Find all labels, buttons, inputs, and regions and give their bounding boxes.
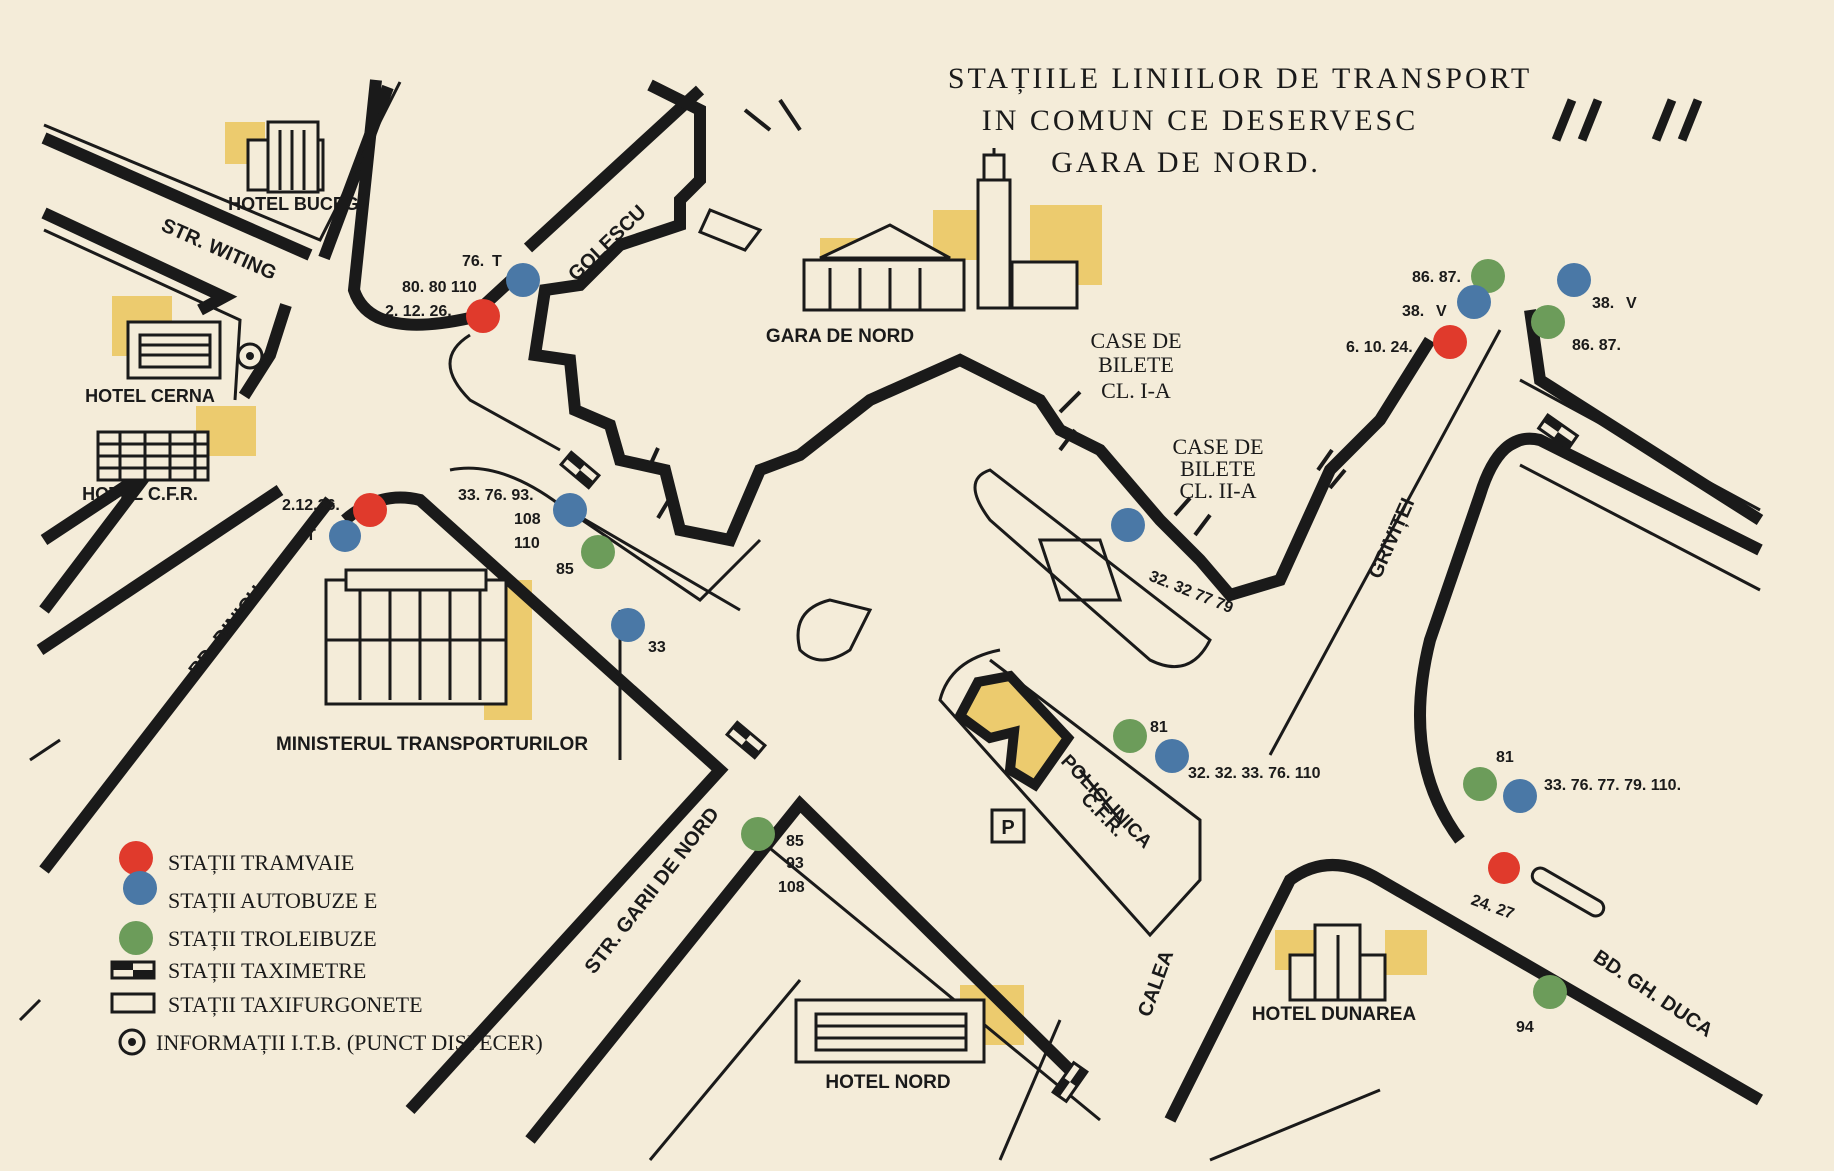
ticket-arrows <box>646 98 1347 537</box>
title-line-1: STAȚIILE LINIILOR DE TRANSPORT <box>948 62 1532 95</box>
title-slash-marks <box>1551 98 1703 142</box>
legend-taxi-label: STAȚII TAXIMETRE <box>168 958 366 983</box>
label-case-1-line-2: BILETE <box>1098 352 1174 377</box>
tram-stop-dinicu[interactable] <box>353 493 387 527</box>
parking-label: P <box>1001 817 1014 839</box>
trolley-stop-garii[interactable] <box>741 817 775 851</box>
legend-info-icon <box>118 1028 146 1056</box>
road-curbs <box>36 79 1764 1144</box>
hotel-nord-icon <box>794 998 986 1064</box>
label-grivita-right-trolley: 86. 87. <box>1572 337 1621 354</box>
ministerul-icon <box>324 568 508 706</box>
label-case-2-line-1: CASE DE <box>1172 434 1263 459</box>
legend-tram-label: STAȚII TRAMVAIE <box>168 850 354 875</box>
label-grivita-top-bus: 38. <box>1402 303 1424 320</box>
road-edges <box>18 81 1761 1162</box>
label-case-2-line-3: CL. II-A <box>1180 478 1257 503</box>
label-duca-bus: 33. 76. 77. 79. 110. <box>1544 777 1681 794</box>
label-policlinica-trolley: 81 <box>1150 719 1168 736</box>
hotel-bucegi-icon <box>246 120 325 194</box>
legend-taxi-icon <box>110 960 156 980</box>
bus-stop-grivita-top[interactable] <box>1457 285 1491 319</box>
label-dinicu-tram: 2.12.26. <box>282 497 340 514</box>
label-gara-de-nord: GARA DE NORD <box>766 326 914 347</box>
legend-bus-icon <box>123 871 157 905</box>
label-grivita-right-v: V <box>1626 295 1637 312</box>
trolley-stop-grivita-top[interactable] <box>1471 259 1505 293</box>
trolley-stop-policlinica[interactable] <box>1113 719 1147 753</box>
legend-trolley-icon <box>119 921 153 955</box>
label-grivita-right-bus: 38. <box>1592 295 1614 312</box>
label-policlinica-bus: 32. 32. 33. 76. 110 <box>1188 765 1321 782</box>
label-min-bus-3: 110 <box>514 535 540 552</box>
label-min-bus-1: 33. 76. 93. <box>458 487 534 504</box>
label-garii-trolley-1: 85 <box>786 833 804 850</box>
tram-stop-duca[interactable] <box>1488 852 1520 884</box>
trolley-stop-94[interactable] <box>1533 975 1567 1009</box>
trolley-stop-duca[interactable] <box>1463 767 1497 801</box>
label-case-1-line-3: CL. I-A <box>1101 378 1171 403</box>
info-point-icon <box>236 342 264 370</box>
label-golescu-t: T <box>492 253 502 270</box>
tram-stop-golescu[interactable] <box>466 299 500 333</box>
bus-stop-policlinica[interactable] <box>1155 739 1189 773</box>
hotel-dunarea-icon <box>1288 923 1387 1002</box>
bus-stop-ministerul[interactable] <box>553 493 587 527</box>
tram-stop-grivita-top[interactable] <box>1433 325 1467 359</box>
bus-stop-grivita-right[interactable] <box>1557 263 1591 297</box>
label-golescu-tram-2: 2. 12. 26. <box>385 303 452 320</box>
trolley-stop-ministerul[interactable] <box>581 535 615 569</box>
bus-stop-golescu[interactable] <box>506 263 540 297</box>
legend-van-icon <box>110 992 156 1014</box>
label-duca-trolley: 81 <box>1496 749 1514 766</box>
label-hotel-nord: HOTEL NORD <box>825 1072 950 1093</box>
legend: STAȚII TRAMVAIE STAȚII AUTOBUZE E STAȚII… <box>110 841 543 1056</box>
label-grivita-top-v: V <box>1436 303 1447 320</box>
taxi-markers <box>558 413 1606 1104</box>
legend-van-label: STAȚII TAXIFURGONETE <box>168 992 423 1017</box>
label-grivita-top-trolley: 86. 87. <box>1412 269 1461 286</box>
station-inner <box>697 208 1212 669</box>
label-hotel-cerna: HOTEL CERNA <box>85 386 215 406</box>
hotel-cfr-icon <box>96 430 210 482</box>
gara-de-nord-icon <box>802 148 1079 312</box>
label-duca-trolley-94: 94 <box>1516 1019 1534 1036</box>
stop-dots <box>329 259 1591 1009</box>
label-dinicu-t: T <box>306 527 316 544</box>
label-golescu-tram-1: 80. 80 110 <box>402 279 477 296</box>
bus-stop-33[interactable] <box>611 608 645 642</box>
label-min-bus-33: 33 <box>648 639 666 656</box>
legend-info-label: INFORMAȚII I.T.B. (PUNCT DISPECER) <box>156 1030 543 1055</box>
bus-stop-duca[interactable] <box>1503 779 1537 813</box>
legend-tram-icon <box>119 841 153 875</box>
label-case-2-line-2: BILETE <box>1180 456 1256 481</box>
label-case-1-line-1: CASE DE <box>1090 328 1181 353</box>
label-hotel-cfr: HOTEL C.F.R. <box>82 484 198 504</box>
legend-trolley-label: STAȚII TROLEIBUZE <box>168 926 377 951</box>
label-garii-trolley-2: 93 <box>786 855 804 872</box>
title-line-2: IN COMUN CE DESERVESC <box>982 104 1418 137</box>
label-golescu-bus: 76. <box>462 253 484 270</box>
label-min-bus-2: 108 <box>514 511 541 528</box>
label-min-trolley: 85 <box>556 561 574 578</box>
title-line-3: GARA DE NORD. <box>1051 146 1321 179</box>
label-hotel-bucegi: HOTEL BUCEGI <box>228 194 364 214</box>
station-outline <box>528 79 1436 602</box>
policlinica-icon <box>953 670 1075 792</box>
hotel-cerna-icon <box>126 320 222 380</box>
label-grivita-top-tram: 6. 10. 24. <box>1346 339 1413 356</box>
trolley-stop-grivita-right[interactable] <box>1531 305 1565 339</box>
label-ministerul: MINISTERUL TRANSPORTURILOR <box>276 734 588 755</box>
parking-sign: P <box>990 808 1026 844</box>
bus-stop-dinicu[interactable] <box>329 520 361 552</box>
map-title: STAȚIILE LINIILOR DE TRANSPORT IN COMUN … <box>948 62 1532 179</box>
label-hotel-dunarea: HOTEL DUNAREA <box>1252 1004 1417 1025</box>
ticket-office-labels: CASE DE BILETE CL. I-A CASE DE BILETE CL… <box>1090 328 1263 503</box>
label-garii-trolley-3: 108 <box>778 879 805 896</box>
legend-bus-label: STAȚII AUTOBUZE E <box>168 888 377 913</box>
bus-stop-station[interactable] <box>1111 508 1145 542</box>
